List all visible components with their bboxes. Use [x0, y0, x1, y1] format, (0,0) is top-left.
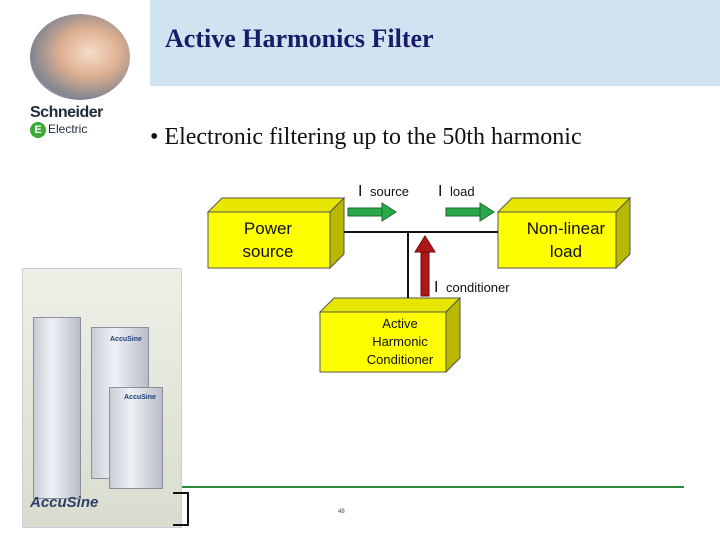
brand-name: Schneider: [30, 104, 103, 121]
i-source-arrow-icon: [347, 202, 397, 222]
accusine-logo: AccuSine: [30, 494, 99, 511]
conditioner-box: Active Harmonic Conditioner: [318, 296, 462, 374]
hands-logo-image: [30, 14, 130, 100]
i-source-symbol: I: [358, 183, 362, 200]
schneider-logo: Schneider E Electric: [26, 104, 146, 146]
power-source-box: Power source: [206, 196, 346, 270]
load-label-1: Non-linear: [527, 219, 606, 238]
load-box: Non-linear load: [496, 196, 632, 270]
i-conditioner-symbol: I: [434, 279, 438, 296]
footer-rule: [182, 486, 684, 488]
product-photo: AccuSine AccuSine: [22, 268, 182, 528]
i-load-label: load: [450, 184, 475, 199]
brand-sub: Electric: [48, 122, 88, 136]
brand-mark-icon: E: [30, 122, 46, 138]
i-load-arrow-icon: [445, 202, 495, 222]
conditioner-label-2: Harmonic: [372, 334, 428, 349]
i-source-label: source: [370, 184, 409, 199]
i-load-symbol: I: [438, 183, 442, 200]
title-band: [150, 0, 720, 86]
power-source-label-1: Power: [244, 219, 293, 238]
bullet-text: • Electronic filtering up to the 50th ha…: [150, 124, 582, 150]
i-conditioner-arrow-icon: [414, 235, 436, 297]
i-conditioner-label: conditioner: [446, 280, 510, 295]
slide-title: Active Harmonics Filter: [165, 24, 434, 53]
conditioner-label-3: Conditioner: [367, 352, 434, 367]
cabinet-left: [33, 317, 81, 499]
cabinet-label: AccuSine: [110, 336, 142, 343]
cabinet-label-front: AccuSine: [124, 394, 156, 401]
load-label-2: load: [550, 242, 582, 261]
page-number: 48: [338, 509, 345, 515]
cabinet-front: AccuSine: [109, 387, 163, 489]
footer-bracket: [173, 492, 189, 526]
power-source-label-2: source: [242, 242, 293, 261]
conditioner-label-1: Active: [382, 316, 417, 331]
